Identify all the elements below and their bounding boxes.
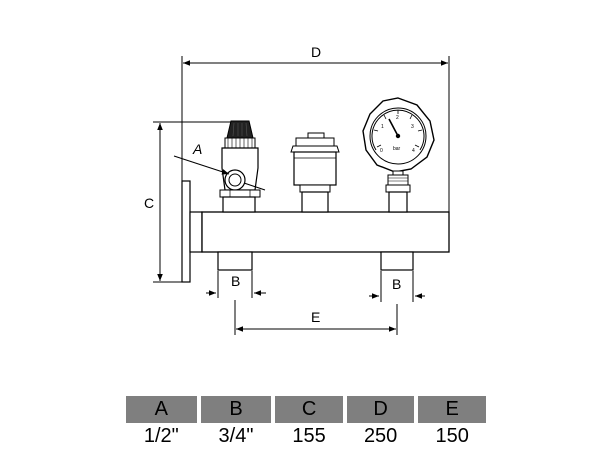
manifold-body <box>201 211 450 253</box>
air-vent <box>290 132 340 213</box>
dimension-a <box>173 155 266 191</box>
dimension-e <box>234 300 398 335</box>
spec-header-c: C <box>275 396 343 423</box>
spec-header-e: E <box>418 396 486 423</box>
spec-table-header-row: A B C D E <box>126 396 486 423</box>
spec-value-c: 155 <box>292 424 326 447</box>
dimension-b-right <box>369 271 425 302</box>
gauge-tick-3: 3 <box>411 124 414 130</box>
dimension-a-label: A <box>192 141 202 157</box>
gauge-tick-1: 1 <box>381 124 384 130</box>
spec-header-d: D <box>346 396 415 423</box>
dimension-d-label: D <box>311 44 321 60</box>
spec-value-a: 1/2" <box>143 424 179 447</box>
dimension-c-label: C <box>144 195 154 211</box>
wall-bracket <box>181 180 203 283</box>
dimension-spec-table: A B C D E 1/2" 3/4" 155 250 150 <box>122 396 490 449</box>
gauge-unit-label: bar <box>393 146 401 152</box>
spec-header-a: A <box>126 396 197 423</box>
safety-valve <box>219 120 261 213</box>
dimension-b-right-label: B <box>392 276 401 292</box>
spec-value-b: 3/4" <box>218 424 254 447</box>
spec-value-e: 150 <box>435 424 469 447</box>
gauge-tick-4: 4 <box>412 148 415 154</box>
dimension-b-left-label: B <box>231 273 240 289</box>
spec-value-d: 250 <box>363 424 398 447</box>
gauge-tick-0: 0 <box>380 148 383 154</box>
manifold-technical-drawing: D C <box>144 44 450 335</box>
gauge-tick-2: 2 <box>396 115 399 121</box>
left-bottom-connection <box>217 251 253 271</box>
spec-header-b: B <box>200 396 272 423</box>
dimension-b-left <box>206 271 266 298</box>
pressure-gauge: 0 1 2 3 4 bar <box>362 97 435 213</box>
dimension-e-label: E <box>311 309 320 325</box>
spec-table-value-row: 1/2" 3/4" 155 250 150 <box>126 423 486 449</box>
right-bottom-connection <box>380 251 414 271</box>
